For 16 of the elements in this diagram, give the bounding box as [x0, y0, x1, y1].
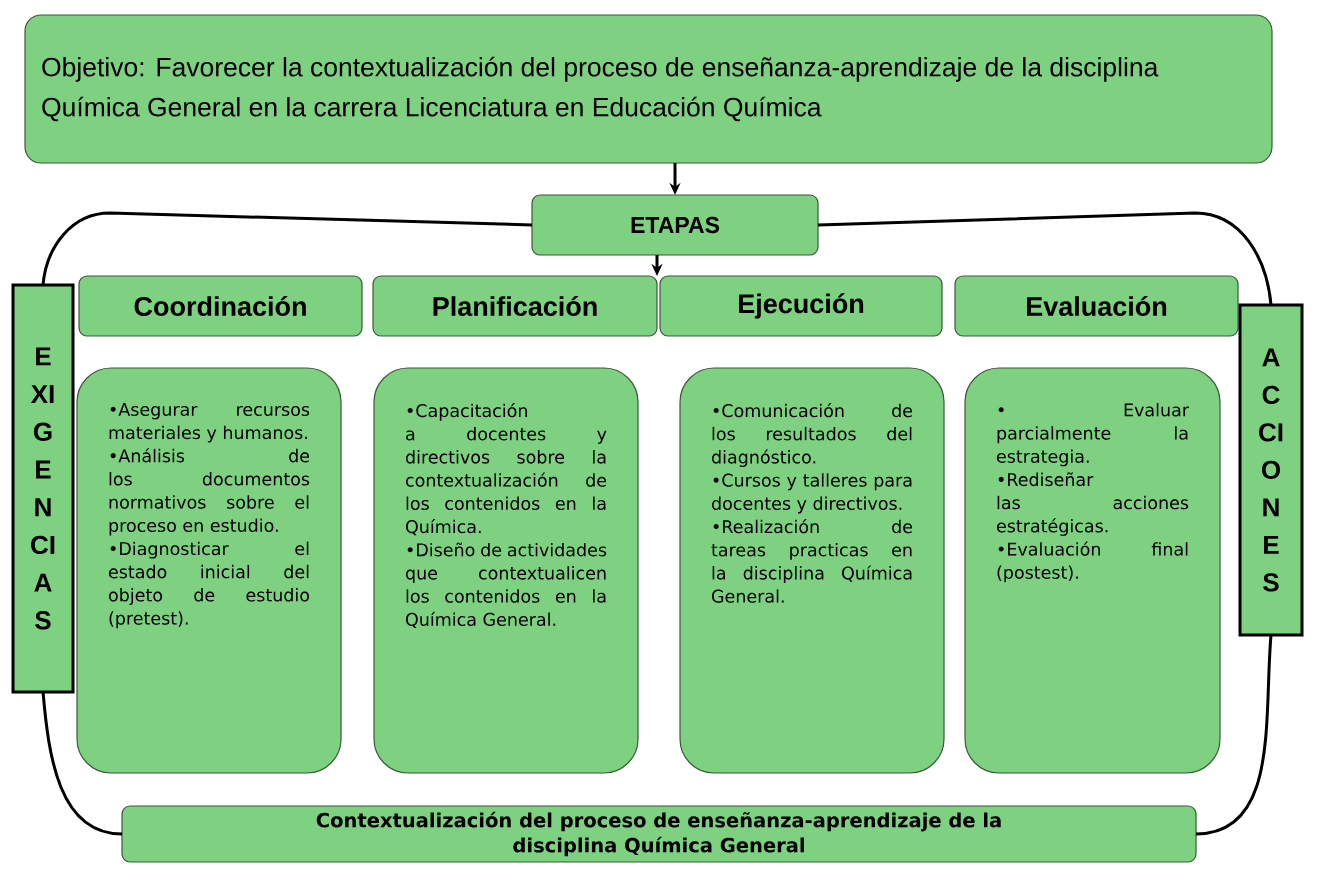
stage-header-box: Planificación: [372, 275, 658, 337]
stage-header-box: Ejecución: [659, 275, 943, 337]
action-list-box: • Evaluar parcialmente la estrategia. •Rediseñar las acciones estratégicas. •Evaluación final (postest).: [964, 367, 1221, 774]
result-box: Contextualización del proceso de enseñanza-aprendizaje de la disciplina Química General: [121, 805, 1197, 863]
stage-title-box: ETAPAS: [531, 194, 819, 256]
vertical-label-box: ACCIONES: [1238, 303, 1304, 637]
objective-box: Objetivo: Favorecer la contextualización del proceso de enseñanza-aprendizaje de la disciplina Química General en la carrera Licenciatura en Educación Química: [24, 14, 1273, 164]
loop-line: [817, 211, 1273, 306]
stage-header-box: Coordinación: [78, 275, 363, 337]
stage-header-box: Evaluación: [954, 275, 1239, 337]
vertical-label-box: EXIGENCIAS: [11, 283, 75, 694]
loop-line: [41, 211, 533, 286]
loop-line: [1195, 634, 1273, 836]
action-list-box: •Capacitación a docentes y directivos sobre la contextualización de los contenidos en la Química. •Diseño de actividades que contextualicen los contenidos en la Química General.: [373, 367, 639, 774]
action-list-box: •Comunicación de los resultados del diagnóstico. •Cursos y talleres para docentes y directivos. •Realización de tareas practicas en la disciplina Química General.: [679, 367, 945, 774]
loop-line: [41, 691, 123, 836]
